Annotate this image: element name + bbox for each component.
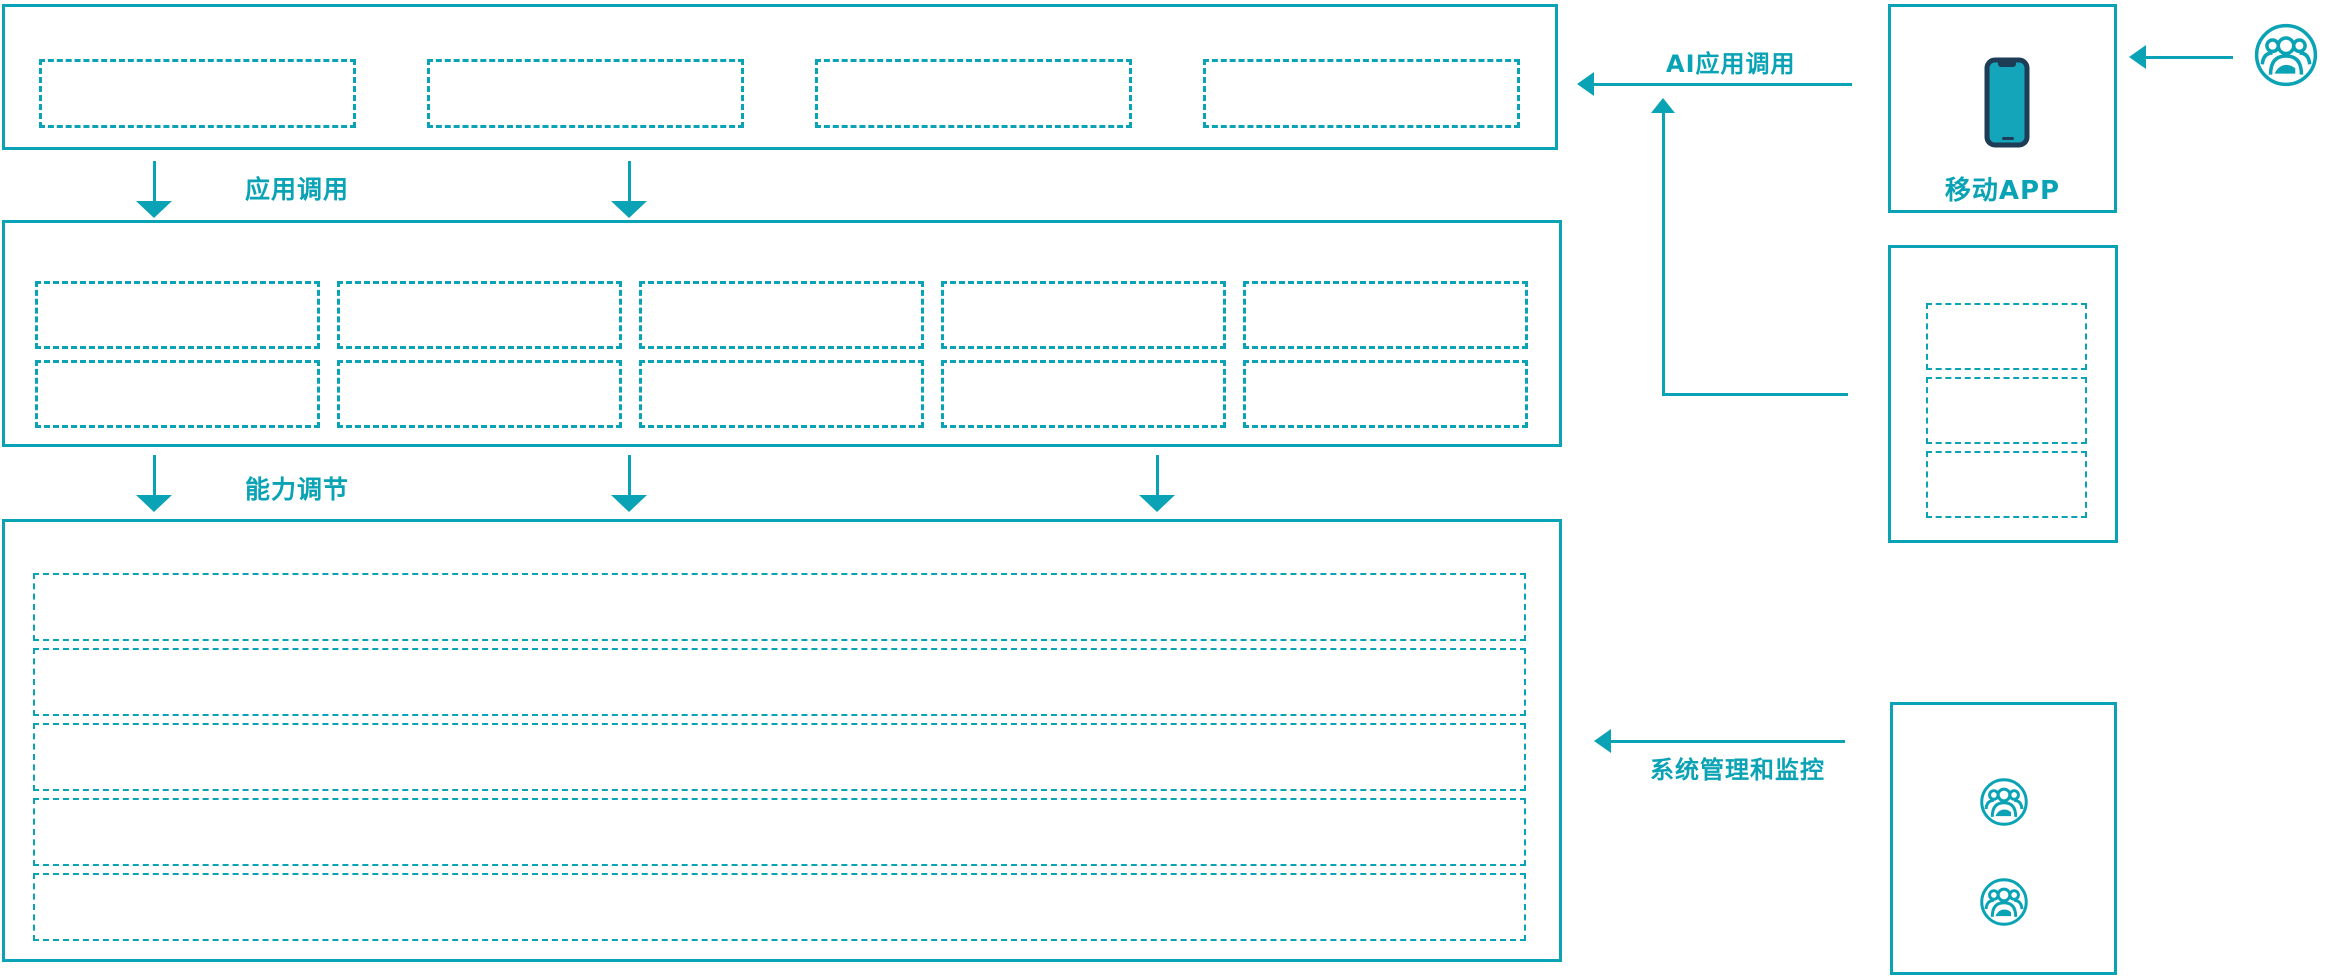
mobile-phone-icon <box>1983 57 2031 149</box>
ai-app-call-arrow-shaft <box>1594 83 1852 86</box>
placeholder-box <box>427 59 744 128</box>
ai-platform-box <box>1888 245 2118 543</box>
platform-up-arrow-head <box>1651 98 1675 113</box>
placeholder-row <box>33 573 1526 641</box>
placeholder-box <box>1243 281 1528 349</box>
ai-app-call-label: AI应用调用 <box>1666 50 1796 78</box>
platform-elbow-shaft <box>1662 393 1848 396</box>
mobile-app-label: 移动APP <box>1944 176 2061 206</box>
placeholder-box <box>815 59 1132 128</box>
middle-layer-cells <box>35 281 1528 428</box>
placeholder-box <box>941 281 1226 349</box>
placeholder-row <box>33 798 1526 866</box>
platform-cells <box>1926 303 2087 518</box>
capability-arrow-2-shaft <box>628 455 631 497</box>
placeholder-box <box>1203 59 1520 128</box>
placeholder-box <box>337 360 622 428</box>
capability-arrow-1-head <box>136 495 172 512</box>
placeholder-row <box>33 648 1526 716</box>
admin-box <box>1890 702 2117 975</box>
app-call-label: 应用调用 <box>245 175 350 204</box>
top-layer-cells <box>39 59 1520 128</box>
app-call-arrow-2-shaft <box>628 161 631 203</box>
admin-user-icons <box>1893 705 2114 972</box>
app-call-arrow-2-head <box>611 201 647 218</box>
middle-layer-box <box>2 220 1562 447</box>
system-monitor-arrow-head <box>1594 729 1611 753</box>
bottom-layer-box <box>2 519 1562 962</box>
placeholder-box <box>1926 377 2087 444</box>
placeholder-box <box>1243 360 1528 428</box>
placeholder-row <box>33 873 1526 941</box>
placeholder-box <box>35 281 320 349</box>
ai-app-call-arrow-head <box>1577 72 1594 96</box>
platform-up-arrow-shaft <box>1662 112 1665 396</box>
placeholder-row <box>33 723 1526 791</box>
user-to-app-arrow-head <box>2129 45 2146 69</box>
app-call-arrow-1-shaft <box>153 161 156 203</box>
system-monitor-arrow-shaft <box>1611 740 1845 743</box>
mobile-app-box: 移动APP <box>1888 4 2117 213</box>
user-to-app-arrow-shaft <box>2146 56 2233 59</box>
placeholder-box <box>1926 451 2087 518</box>
system-monitor-label: 系统管理和监控 <box>1650 756 1825 784</box>
placeholder-box <box>941 360 1226 428</box>
placeholder-box <box>1926 303 2087 370</box>
placeholder-box <box>639 281 924 349</box>
user-group-icon <box>1979 777 2029 827</box>
capability-arrow-3-head <box>1139 495 1175 512</box>
user-group-icon <box>1979 877 2029 927</box>
placeholder-box <box>35 360 320 428</box>
capability-arrow-3-shaft <box>1156 455 1159 497</box>
top-layer-box <box>2 4 1558 150</box>
user-group-icon <box>2253 22 2319 88</box>
placeholder-box <box>337 281 622 349</box>
capability-tune-label: 能力调节 <box>245 475 350 504</box>
bottom-layer-rows <box>33 573 1526 941</box>
capability-arrow-1-shaft <box>153 455 156 497</box>
capability-arrow-2-head <box>611 495 647 512</box>
placeholder-box <box>639 360 924 428</box>
app-call-arrow-1-head <box>136 201 172 218</box>
placeholder-box <box>39 59 356 128</box>
